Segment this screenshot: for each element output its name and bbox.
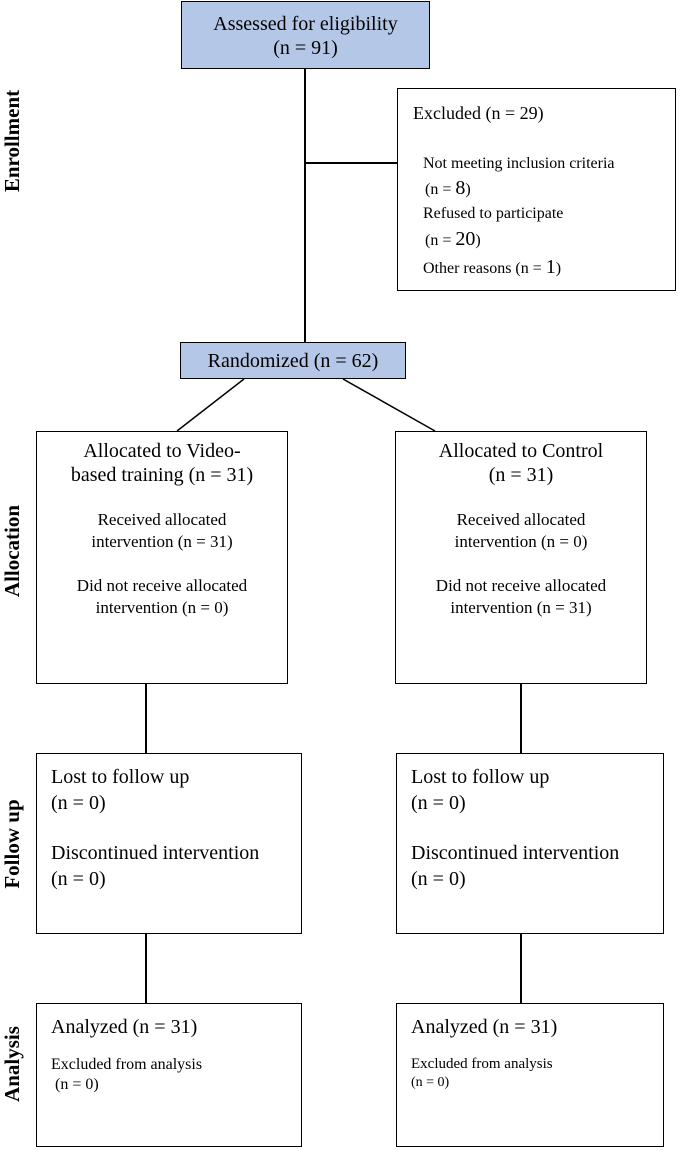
randomized-label: Randomized (n = 62): [207, 350, 379, 372]
assessed-label: Assessed for eligibility: [213, 13, 398, 35]
excluded-reason-refused: Refused to participate: [423, 205, 564, 222]
allocation-control-not-received-line2: intervention (n = 31): [450, 598, 592, 617]
stage-label-analysis: Analysis: [0, 1026, 24, 1102]
allocation-control-received-line1: Received allocated: [456, 510, 586, 529]
analysis-video-excluded: Excluded from analysis: [51, 1056, 203, 1073]
connector-left-followup-to-analysis: [145, 933, 147, 1003]
followup-control-lost-count: (n = 0): [411, 792, 466, 814]
allocation-video-title-line2: based training (n = 31): [70, 464, 254, 486]
allocation-video-not-received-line1: Did not receive allocated: [76, 576, 248, 595]
assessed-box: Assessed for eligibility (n = 91): [181, 1, 430, 69]
allocation-video-title-line1: Allocated to Video-: [83, 440, 241, 462]
allocation-video-not-received-line2: intervention (n = 0): [95, 598, 229, 617]
followup-control-lost: Lost to follow up: [411, 766, 550, 788]
excluded-box: Excluded (n = 29) Not meeting inclusion …: [397, 88, 676, 291]
followup-video-discontinued-count: (n = 0): [51, 868, 106, 890]
followup-video-discontinued: Discontinued intervention: [51, 842, 260, 864]
analysis-video-analyzed: Analyzed (n = 31): [51, 1016, 198, 1038]
allocation-box-control: Allocated to Control (n = 31) Received a…: [395, 431, 647, 684]
assessed-count: (n = 91): [273, 37, 338, 59]
allocation-control-title-line1: Allocated to Control: [438, 440, 604, 462]
followup-video-lost-count: (n = 0): [51, 792, 106, 814]
allocation-control-title-line2: (n = 31): [488, 464, 554, 486]
excluded-title: Excluded (n = 29): [413, 103, 544, 123]
connector-assessed-to-randomized: [304, 68, 306, 342]
analysis-control-excluded: Excluded from analysis: [411, 1056, 553, 1072]
excluded-reason-inclusion-count: (n = 8): [425, 177, 471, 199]
followup-video-lost: Lost to follow up: [51, 766, 190, 788]
allocation-box-video: Allocated to Video- based training (n = …: [36, 431, 288, 684]
followup-control-discontinued: Discontinued intervention: [411, 842, 620, 864]
analysis-video-excluded-count: (n = 0): [55, 1076, 99, 1093]
stage-label-allocation: Allocation: [0, 504, 24, 598]
followup-box-control: Lost to follow up (n = 0) Discontinued i…: [396, 753, 664, 934]
followup-control-discontinued-count: (n = 0): [411, 868, 466, 890]
followup-box-video: Lost to follow up (n = 0) Discontinued i…: [36, 753, 302, 934]
allocation-control-not-received-line1: Did not receive allocated: [435, 576, 607, 595]
excluded-reason-other: Other reasons (n = 1): [423, 256, 562, 278]
excluded-reason-refused-count: (n = 20): [425, 228, 481, 250]
randomized-box: Randomized (n = 62): [180, 342, 406, 379]
connector-left-allocation-to-followup: [145, 683, 147, 753]
allocation-control-received-line2: intervention (n = 0): [454, 532, 588, 551]
connector-to-excluded: [304, 162, 397, 164]
connector-right-followup-to-analysis: [520, 933, 522, 1003]
allocation-video-received-line1: Received allocated: [97, 510, 227, 529]
allocation-video-received-line2: intervention (n = 31): [91, 532, 233, 551]
excluded-reason-inclusion: Not meeting inclusion criteria: [423, 155, 615, 172]
stage-label-follow-up: Follow up: [0, 799, 24, 889]
connector-randomized-branches: [176, 378, 436, 432]
analysis-box-control: Analyzed (n = 31) Excluded from analysis…: [396, 1003, 664, 1147]
analysis-box-video: Analyzed (n = 31) Excluded from analysis…: [36, 1003, 302, 1147]
analysis-control-analyzed: Analyzed (n = 31): [411, 1016, 558, 1038]
analysis-control-excluded-count: (n = 0): [411, 1075, 450, 1090]
connector-right-allocation-to-followup: [520, 683, 522, 753]
